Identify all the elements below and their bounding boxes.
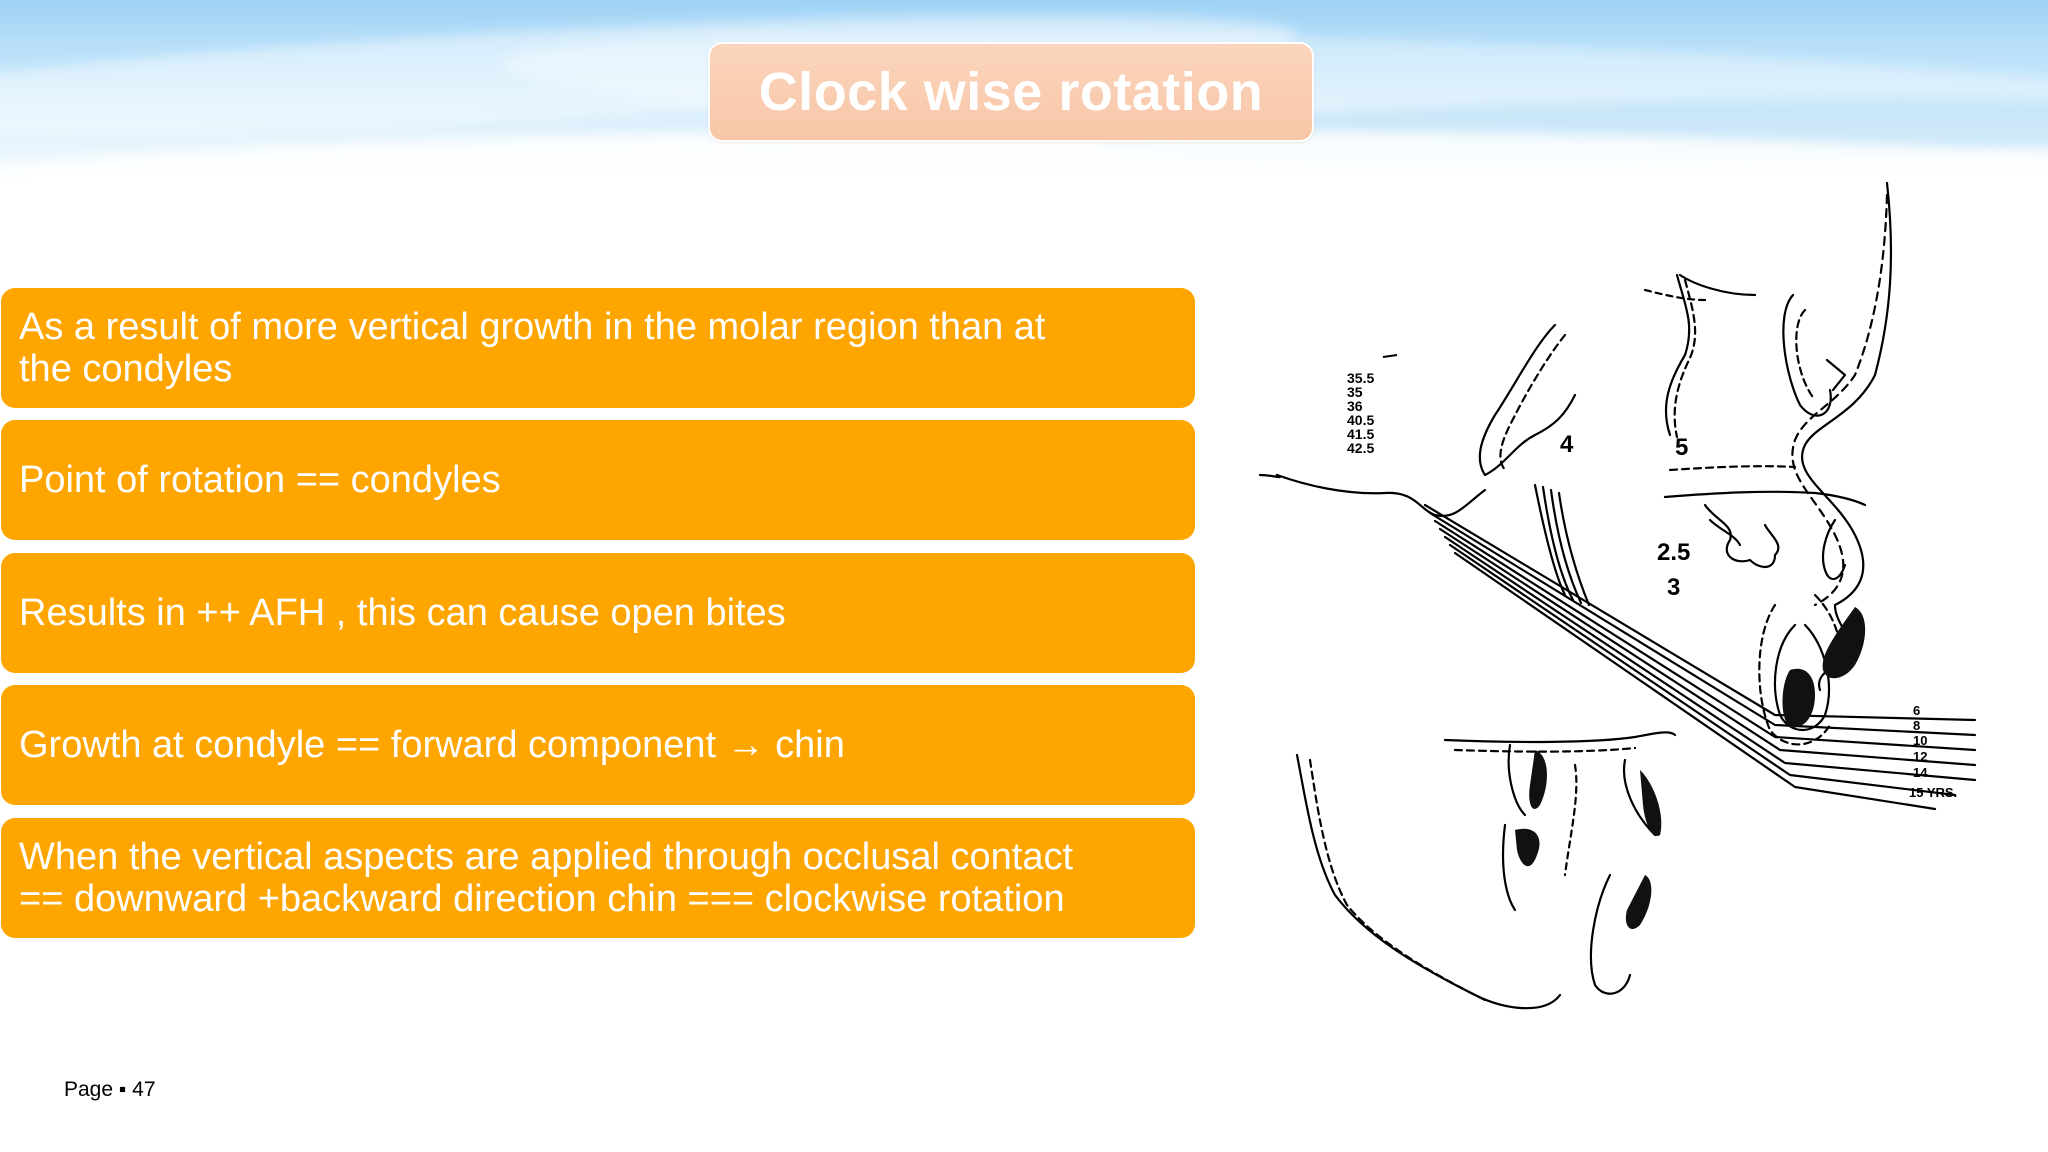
condyle-track — [1557, 491, 1591, 607]
tooth-outline — [1703, 503, 1780, 568]
pterygoid-line — [1678, 273, 1757, 297]
orbit-line — [1782, 293, 1832, 417]
bullet-text: Growth at condyle == forward component →… — [19, 724, 845, 766]
page-number: Page ▪ 47 — [64, 1078, 156, 1101]
figure-label: 35 — [1347, 384, 1363, 400]
orbit-dashed-line — [1795, 308, 1817, 402]
age-label: 6 — [1913, 703, 1920, 718]
mandibular-border-line — [1423, 503, 1977, 722]
age-label: 12 — [1913, 749, 1927, 764]
region-label: 5 — [1675, 434, 1688, 461]
age-label: 14 — [1913, 765, 1928, 780]
label-tick — [1382, 354, 1398, 358]
palate-dashed-line — [1668, 465, 1797, 472]
age-label: 8 — [1913, 718, 1920, 733]
figure-label: 40.5 — [1347, 412, 1374, 428]
incisor-line — [1821, 518, 1847, 581]
region-label: 3 — [1667, 574, 1680, 601]
slide-title-box: Clock wise rotation — [708, 42, 1314, 142]
bullet-text: As a result of more vertical growth in t… — [19, 306, 1046, 390]
figure-label: 41.5 — [1347, 426, 1374, 442]
inset-jaw-dashed-outline — [1308, 758, 1487, 1002]
bullet-box: Results in ++ AFH , this can cause open … — [1, 553, 1195, 673]
inset-tooth-outline — [1501, 823, 1517, 912]
cranial-base-line — [1275, 473, 1487, 518]
mandibular-border-line — [1438, 527, 1977, 767]
ramus-dashed-line — [1499, 333, 1567, 472]
symphysis-dashed-outline — [1758, 603, 1832, 746]
bullet-text: Point of rotation == condyles — [19, 459, 501, 501]
bullet-box: Point of rotation == condyles — [1, 420, 1195, 540]
cranial-base-line — [1258, 473, 1281, 479]
pterygoid-dashed-line — [1643, 288, 1707, 302]
incisor-dark-mass — [1822, 607, 1866, 679]
inset-jaw-outline — [1295, 753, 1562, 1010]
bullet-box: Growth at condyle == forward component →… — [1, 685, 1195, 805]
bullet-box: As a result of more vertical growth in t… — [1, 288, 1195, 408]
inset-tooth-outline — [1507, 743, 1527, 817]
mandibular-border-line — [1448, 543, 1957, 797]
age-label: 10 — [1913, 733, 1927, 748]
slide-title: Clock wise rotation — [758, 62, 1264, 122]
region-label: 4 — [1560, 431, 1574, 458]
figure-label: 42.5 — [1347, 440, 1374, 456]
inset-tooth-dark — [1515, 828, 1540, 867]
inset-tooth-outline — [1622, 758, 1657, 837]
palate-line — [1663, 490, 1867, 507]
bullet-text: Results in ++ AFH , this can cause open … — [19, 592, 786, 634]
age-label: 15 YRS. — [1909, 785, 1957, 800]
nasal-line — [1825, 358, 1847, 392]
sella-dashed-line — [1673, 278, 1697, 439]
inset-incisor-dark — [1625, 875, 1652, 930]
tooth-outline — [1708, 518, 1742, 547]
inset-tooth-dark — [1640, 770, 1662, 836]
cephalometric-tracing-figure: 35.5 35 36 40.5 41.5 42.5 4 5 2.5 3 6 8 … — [1258, 181, 1977, 1010]
sella-line — [1664, 273, 1691, 437]
inset-tooth-dark — [1529, 750, 1547, 809]
figure-label: 36 — [1347, 398, 1363, 414]
inset-incisor-outline — [1589, 873, 1632, 995]
mandibular-border-line — [1443, 535, 1977, 782]
inset-mid-dashed-line — [1563, 763, 1578, 877]
region-label: 2.5 — [1657, 539, 1690, 566]
inset-upper-line — [1443, 731, 1677, 744]
condyle-track — [1549, 488, 1583, 605]
bullet-text: When the vertical aspects are applied th… — [19, 836, 1074, 920]
header-band — [0, 0, 2048, 210]
figure-label: 35.5 — [1347, 370, 1374, 386]
bullet-box: When the vertical aspects are applied th… — [1, 818, 1195, 938]
ramus-line — [1478, 323, 1577, 477]
mandibular-border-line — [1428, 511, 1977, 737]
mandibular-border-line — [1453, 551, 1937, 811]
facial-profile-dashed-line — [1791, 193, 1889, 607]
symphysis-dark-mass — [1782, 668, 1815, 728]
inset-upper-dashed-line — [1453, 746, 1637, 753]
facial-profile-line — [1801, 181, 1893, 692]
header-wave — [0, 130, 2048, 210]
mandibular-border-line — [1433, 519, 1977, 752]
